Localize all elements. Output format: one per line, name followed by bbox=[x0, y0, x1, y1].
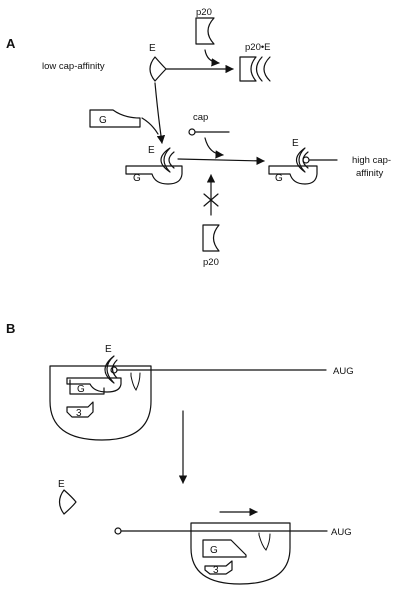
b-aug-label-bottom: AUG bbox=[331, 527, 352, 538]
panel-b-letter: B bbox=[6, 321, 15, 336]
high-affinity-complex bbox=[268, 147, 338, 185]
p20-eif4e-complex bbox=[239, 56, 271, 82]
high-cap-affinity-label-2: affinity bbox=[356, 168, 384, 179]
p20-top-label: p20 bbox=[196, 7, 212, 18]
arrow-cap-bind bbox=[204, 137, 224, 159]
eif4g-free bbox=[89, 109, 141, 128]
eif4e-released bbox=[58, 489, 77, 515]
ribosome-initiation-complex bbox=[49, 355, 327, 441]
b-eif4g-label: G bbox=[77, 384, 85, 395]
p20-eif4e-label: p20•E bbox=[245, 42, 271, 53]
arrow-to-high-affinity bbox=[177, 156, 265, 166]
panel-a-letter: A bbox=[6, 36, 16, 51]
eif4g-label-right: G bbox=[275, 173, 283, 184]
b-eif3-label: 3 bbox=[76, 408, 82, 419]
arrow-e-down bbox=[154, 82, 166, 144]
low-cap-affinity-label: low cap-affinity bbox=[42, 61, 105, 72]
b-eif4e-released-label: E bbox=[58, 479, 65, 490]
eif4g-free-label: G bbox=[99, 115, 107, 126]
cap-structure bbox=[188, 128, 230, 136]
p20-top bbox=[195, 17, 215, 45]
b-eif4g-label-bottom: G bbox=[210, 545, 218, 556]
eif4e-eif4g-complex bbox=[125, 147, 183, 185]
eif4e-free-label: E bbox=[149, 43, 156, 54]
blocked-mark bbox=[203, 193, 219, 207]
arrow-g-join bbox=[141, 117, 159, 135]
eif4e-label-right: E bbox=[292, 138, 299, 149]
high-cap-affinity-label-1: high cap- bbox=[352, 155, 391, 166]
p20-bottom-label: p20 bbox=[203, 257, 219, 268]
scanning-ribosome bbox=[114, 522, 328, 585]
b-eif4e-label: E bbox=[105, 344, 112, 355]
eif4e-label-left: E bbox=[148, 145, 155, 156]
eif4e-free bbox=[149, 56, 167, 82]
b-eif3-label-bottom: 3 bbox=[213, 565, 219, 576]
cap-label: cap bbox=[193, 112, 208, 123]
arrow-p20-bind bbox=[204, 49, 220, 67]
eif4g-label-left: G bbox=[133, 173, 141, 184]
p20-bottom bbox=[202, 224, 220, 252]
b-aug-label-top: AUG bbox=[333, 366, 354, 377]
